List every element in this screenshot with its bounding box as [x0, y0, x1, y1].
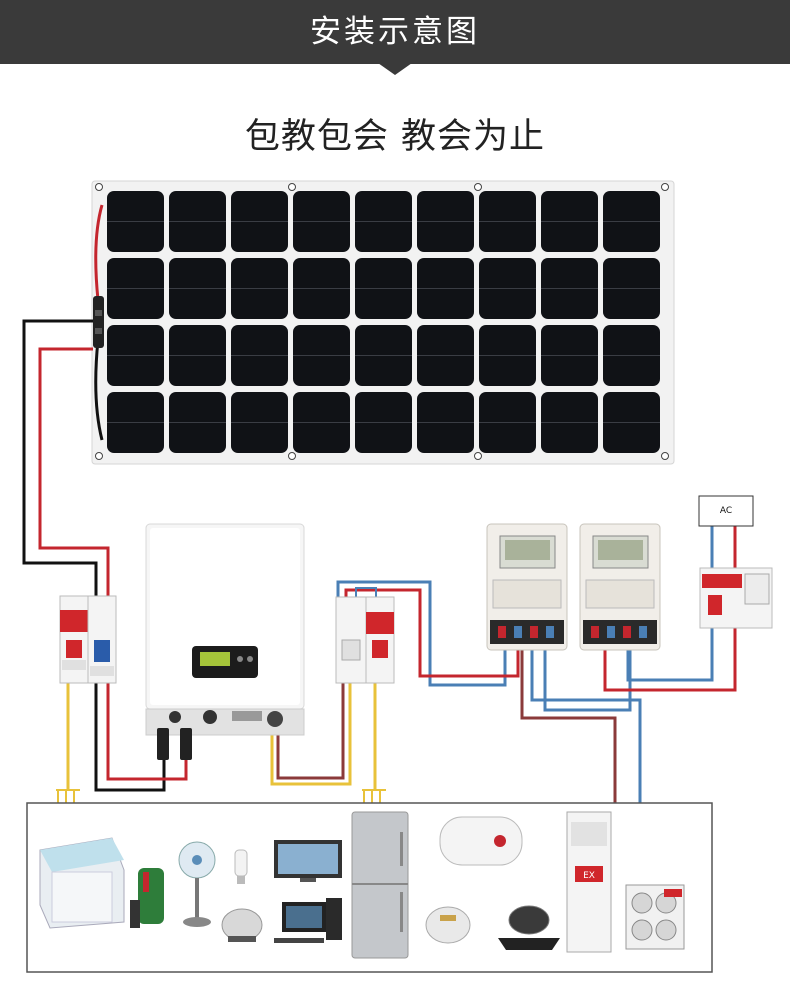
- subtitle: 包教包会 教会为止: [244, 117, 546, 157]
- energy-meter-icon: [486, 523, 568, 651]
- header-arrow-icon: [378, 63, 412, 75]
- washing-machine-icon: [39, 837, 125, 929]
- solar-cells: [107, 191, 660, 453]
- header-title: 安装示意图: [310, 14, 480, 50]
- kettle-icon: [221, 908, 263, 942]
- mc4-connector-icon: [93, 296, 104, 348]
- induction-cooker-icon: [498, 905, 560, 950]
- tv-icon: [274, 840, 342, 882]
- water-heater-icon: [439, 816, 523, 866]
- water-pump-icon: [130, 868, 164, 928]
- electric-fan-icon: [178, 841, 216, 927]
- svg-text:EX: EX: [583, 871, 595, 881]
- panel-cables: [93, 204, 104, 441]
- air-conditioner-outdoor-icon: [625, 884, 685, 950]
- ac-label: AC: [720, 506, 732, 516]
- refrigerator-icon: [351, 811, 409, 959]
- air-conditioner-indoor-icon: EX: [566, 811, 612, 953]
- ac-source-box: AC: [698, 495, 754, 527]
- wiring: [22, 319, 737, 805]
- ac-grid-breaker-icon: [699, 567, 773, 629]
- solar-panel-icon: [91, 180, 675, 465]
- computer-icon: [274, 898, 342, 943]
- header-bar: 安装示意图: [0, 0, 790, 64]
- dc-breaker-icon: [59, 595, 117, 684]
- mc4-connector-icon: [157, 728, 192, 760]
- ac-breaker-icon: [335, 596, 395, 684]
- rice-cooker-icon: [425, 906, 471, 944]
- energy-meter-icon: [579, 523, 661, 651]
- inverter-icon: [145, 523, 305, 736]
- light-bulb-icon: [234, 849, 248, 884]
